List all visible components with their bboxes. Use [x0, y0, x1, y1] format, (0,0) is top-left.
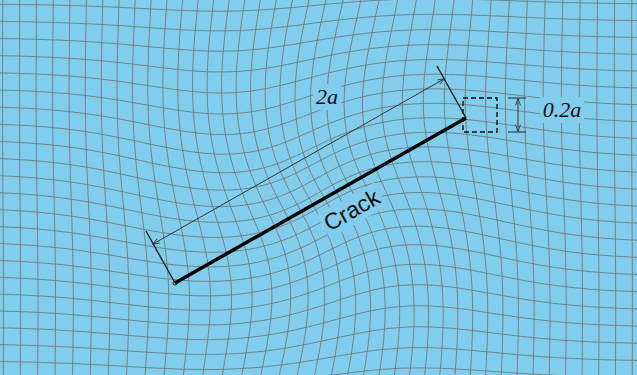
mesh-line	[0, 132, 637, 190]
mesh-line	[222, 0, 272, 375]
mesh-line	[543, 0, 550, 375]
mesh-line	[0, 368, 637, 375]
extension-line	[508, 98, 526, 99]
extension-line	[437, 66, 466, 118]
mesh-line	[163, 0, 190, 375]
mesh-line	[614, 0, 615, 375]
mesh-line	[0, 306, 637, 340]
mesh-line	[382, 0, 429, 375]
extension-line	[508, 132, 526, 133]
mesh-line	[36, 0, 38, 375]
mesh-line	[0, 285, 637, 325]
mesh-line	[133, 0, 149, 375]
mesh-line	[423, 0, 458, 375]
dimension-line	[518, 99, 519, 131]
mesh-line	[178, 0, 211, 375]
dimension-label: 2a	[313, 84, 341, 110]
tip-region-box	[463, 98, 497, 132]
mesh-line	[0, 14, 637, 31]
dimension-label: 0.2a	[540, 97, 585, 123]
mesh-line	[251, 0, 309, 375]
mesh-line	[402, 0, 443, 375]
mesh-line	[0, 147, 637, 207]
mesh-line	[0, 0, 637, 11]
mesh-line	[505, 0, 518, 375]
mesh-line	[117, 0, 129, 375]
mesh-line	[486, 0, 503, 375]
mesh-line	[444, 0, 472, 375]
mesh-line	[148, 0, 169, 375]
mesh-line	[0, 348, 637, 370]
mesh-line	[101, 0, 110, 375]
extension-line	[146, 231, 175, 283]
mesh-line	[597, 0, 599, 375]
mesh-line	[0, 327, 637, 355]
mesh-line	[579, 0, 582, 375]
crack-line	[175, 118, 466, 283]
mesh-line	[631, 0, 633, 375]
mesh-line	[265, 0, 325, 375]
mesh-line	[465, 0, 488, 375]
mesh-line	[525, 0, 535, 375]
mesh-line	[19, 0, 20, 375]
mesh-line	[0, 177, 637, 238]
mesh-line	[193, 0, 232, 375]
mesh-line	[53, 0, 56, 375]
mesh-line	[69, 0, 73, 375]
mesh-line	[207, 0, 252, 375]
mesh-line	[0, 45, 637, 72]
mesh-line	[0, 118, 637, 173]
dimension-line	[153, 79, 444, 244]
crack-tip-dot	[173, 281, 177, 285]
mesh-line	[2, 0, 4, 375]
mesh-line	[85, 0, 91, 375]
mesh-line	[0, 264, 637, 310]
mesh-line	[561, 0, 566, 375]
